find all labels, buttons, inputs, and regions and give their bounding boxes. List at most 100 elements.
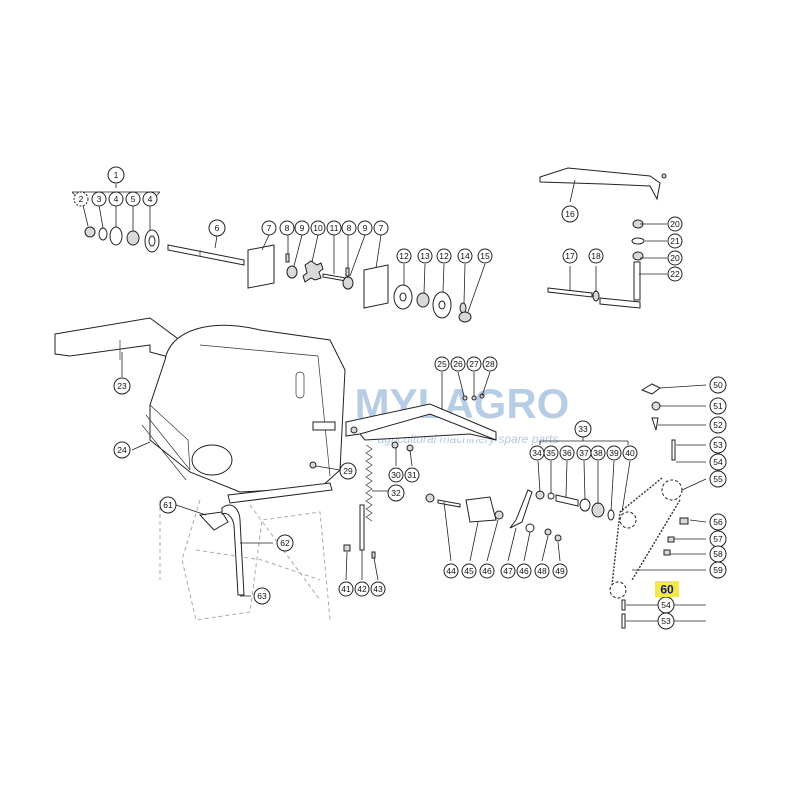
callout-15: 15 — [477, 248, 493, 264]
shaft-part-6 — [167, 244, 245, 266]
leader-lines — [71, 179, 707, 622]
rod-parts-group — [547, 219, 645, 309]
highlight-label-text: 60 — [660, 583, 674, 597]
svg-text:45: 45 — [464, 566, 474, 576]
callout-46a: 46 — [479, 563, 495, 579]
callout-45: 45 — [461, 563, 477, 579]
callout-56: 56 — [709, 513, 727, 531]
svg-text:51: 51 — [713, 401, 723, 411]
callout-33: 33 — [574, 420, 592, 438]
svg-text:36: 36 — [562, 448, 572, 458]
callout-35: 35 — [543, 445, 559, 461]
svg-text:17: 17 — [565, 251, 575, 261]
callout-53b: 53 — [657, 612, 675, 630]
callout-7b: 7 — [373, 220, 389, 236]
svg-text:58: 58 — [713, 549, 723, 559]
callout-57: 57 — [709, 530, 727, 548]
callout-22: 22 — [667, 266, 683, 282]
svg-text:18: 18 — [591, 251, 601, 261]
callout-14: 14 — [457, 248, 473, 264]
callout-63: 63 — [253, 587, 271, 605]
sprocket-shaft-parts — [535, 490, 615, 521]
svg-text:13: 13 — [420, 251, 430, 261]
lever-parts-group — [198, 504, 245, 596]
callout-59: 59 — [709, 561, 727, 579]
svg-text:14: 14 — [460, 251, 470, 261]
svg-text:2: 2 — [79, 194, 84, 204]
svg-text:54: 54 — [661, 600, 671, 610]
linkage-parts-group — [425, 489, 562, 542]
callout-54b: 54 — [657, 596, 675, 614]
callout-9b: 9 — [357, 220, 373, 236]
bracket-part-25 — [345, 393, 497, 441]
plate-part-7a — [247, 244, 275, 289]
callout-8b: 8 — [341, 220, 357, 236]
callout-3: 3 — [91, 191, 107, 207]
sprocket-parts-group — [285, 253, 354, 290]
callout-39: 39 — [606, 445, 622, 461]
svg-text:24: 24 — [117, 445, 127, 455]
svg-text:44: 44 — [446, 566, 456, 576]
svg-text:46: 46 — [482, 566, 492, 576]
callout-18: 18 — [588, 248, 604, 264]
callout-58: 58 — [709, 545, 727, 563]
svg-text:40: 40 — [625, 448, 635, 458]
callout-30: 30 — [388, 467, 404, 483]
callout-43: 43 — [370, 581, 386, 597]
svg-text:52: 52 — [713, 420, 723, 430]
callout-23: 23 — [113, 377, 131, 395]
callout-bubbles: 1 2 3 4 5 4 6 7 8 9 10 11 8 9 7 12 13 12… — [73, 166, 727, 630]
callout-53a: 53 — [709, 436, 727, 454]
svg-text:33: 33 — [578, 424, 588, 434]
svg-text:55: 55 — [713, 474, 723, 484]
bracket-part-23 — [54, 317, 186, 361]
svg-text:11: 11 — [330, 223, 339, 233]
highlighted-part-label-60[interactable]: 60 — [655, 581, 679, 597]
svg-text:12: 12 — [439, 251, 449, 261]
svg-text:42: 42 — [357, 584, 367, 594]
svg-text:22: 22 — [670, 269, 680, 279]
svg-text:35: 35 — [546, 448, 556, 458]
callout-46b: 46 — [516, 563, 532, 579]
callout-38: 38 — [590, 445, 606, 461]
svg-text:12: 12 — [399, 251, 409, 261]
svg-text:28: 28 — [485, 359, 495, 369]
watermark-tagline: agricultural machinery spare parts — [378, 432, 559, 446]
callout-10: 10 — [310, 220, 326, 236]
svg-text:8: 8 — [285, 223, 290, 233]
svg-text:23: 23 — [117, 381, 127, 391]
callout-32: 32 — [387, 484, 405, 502]
callout-16: 16 — [561, 205, 579, 223]
svg-text:62: 62 — [280, 538, 290, 548]
svg-text:4: 4 — [114, 194, 119, 204]
callout-11: 11 — [326, 220, 342, 236]
callout-12b: 12 — [436, 248, 452, 264]
cover-part-16 — [539, 167, 667, 201]
callout-41: 41 — [338, 581, 354, 597]
svg-text:56: 56 — [713, 517, 723, 527]
plate-part-7b — [363, 264, 389, 309]
callout-4a: 4 — [108, 191, 124, 207]
svg-text:1: 1 — [114, 170, 119, 180]
svg-text:37: 37 — [579, 448, 589, 458]
callout-12a: 12 — [396, 248, 412, 264]
svg-text:48: 48 — [537, 566, 547, 576]
svg-text:30: 30 — [391, 470, 401, 480]
callout-25: 25 — [434, 356, 450, 372]
svg-text:7: 7 — [267, 223, 272, 233]
svg-text:5: 5 — [131, 194, 136, 204]
svg-text:54: 54 — [713, 457, 723, 467]
svg-text:8: 8 — [347, 223, 352, 233]
part-drawings — [54, 167, 689, 629]
chain-drive-parts — [609, 383, 689, 629]
callout-37: 37 — [576, 445, 592, 461]
callout-8a: 8 — [279, 220, 295, 236]
callout-50: 50 — [709, 376, 727, 394]
svg-text:21: 21 — [670, 236, 680, 246]
frame-outline — [159, 499, 331, 621]
svg-text:57: 57 — [713, 534, 723, 544]
svg-text:59: 59 — [713, 565, 723, 575]
callout-21: 21 — [667, 233, 683, 249]
bearing-parts-group-2 — [393, 284, 472, 323]
